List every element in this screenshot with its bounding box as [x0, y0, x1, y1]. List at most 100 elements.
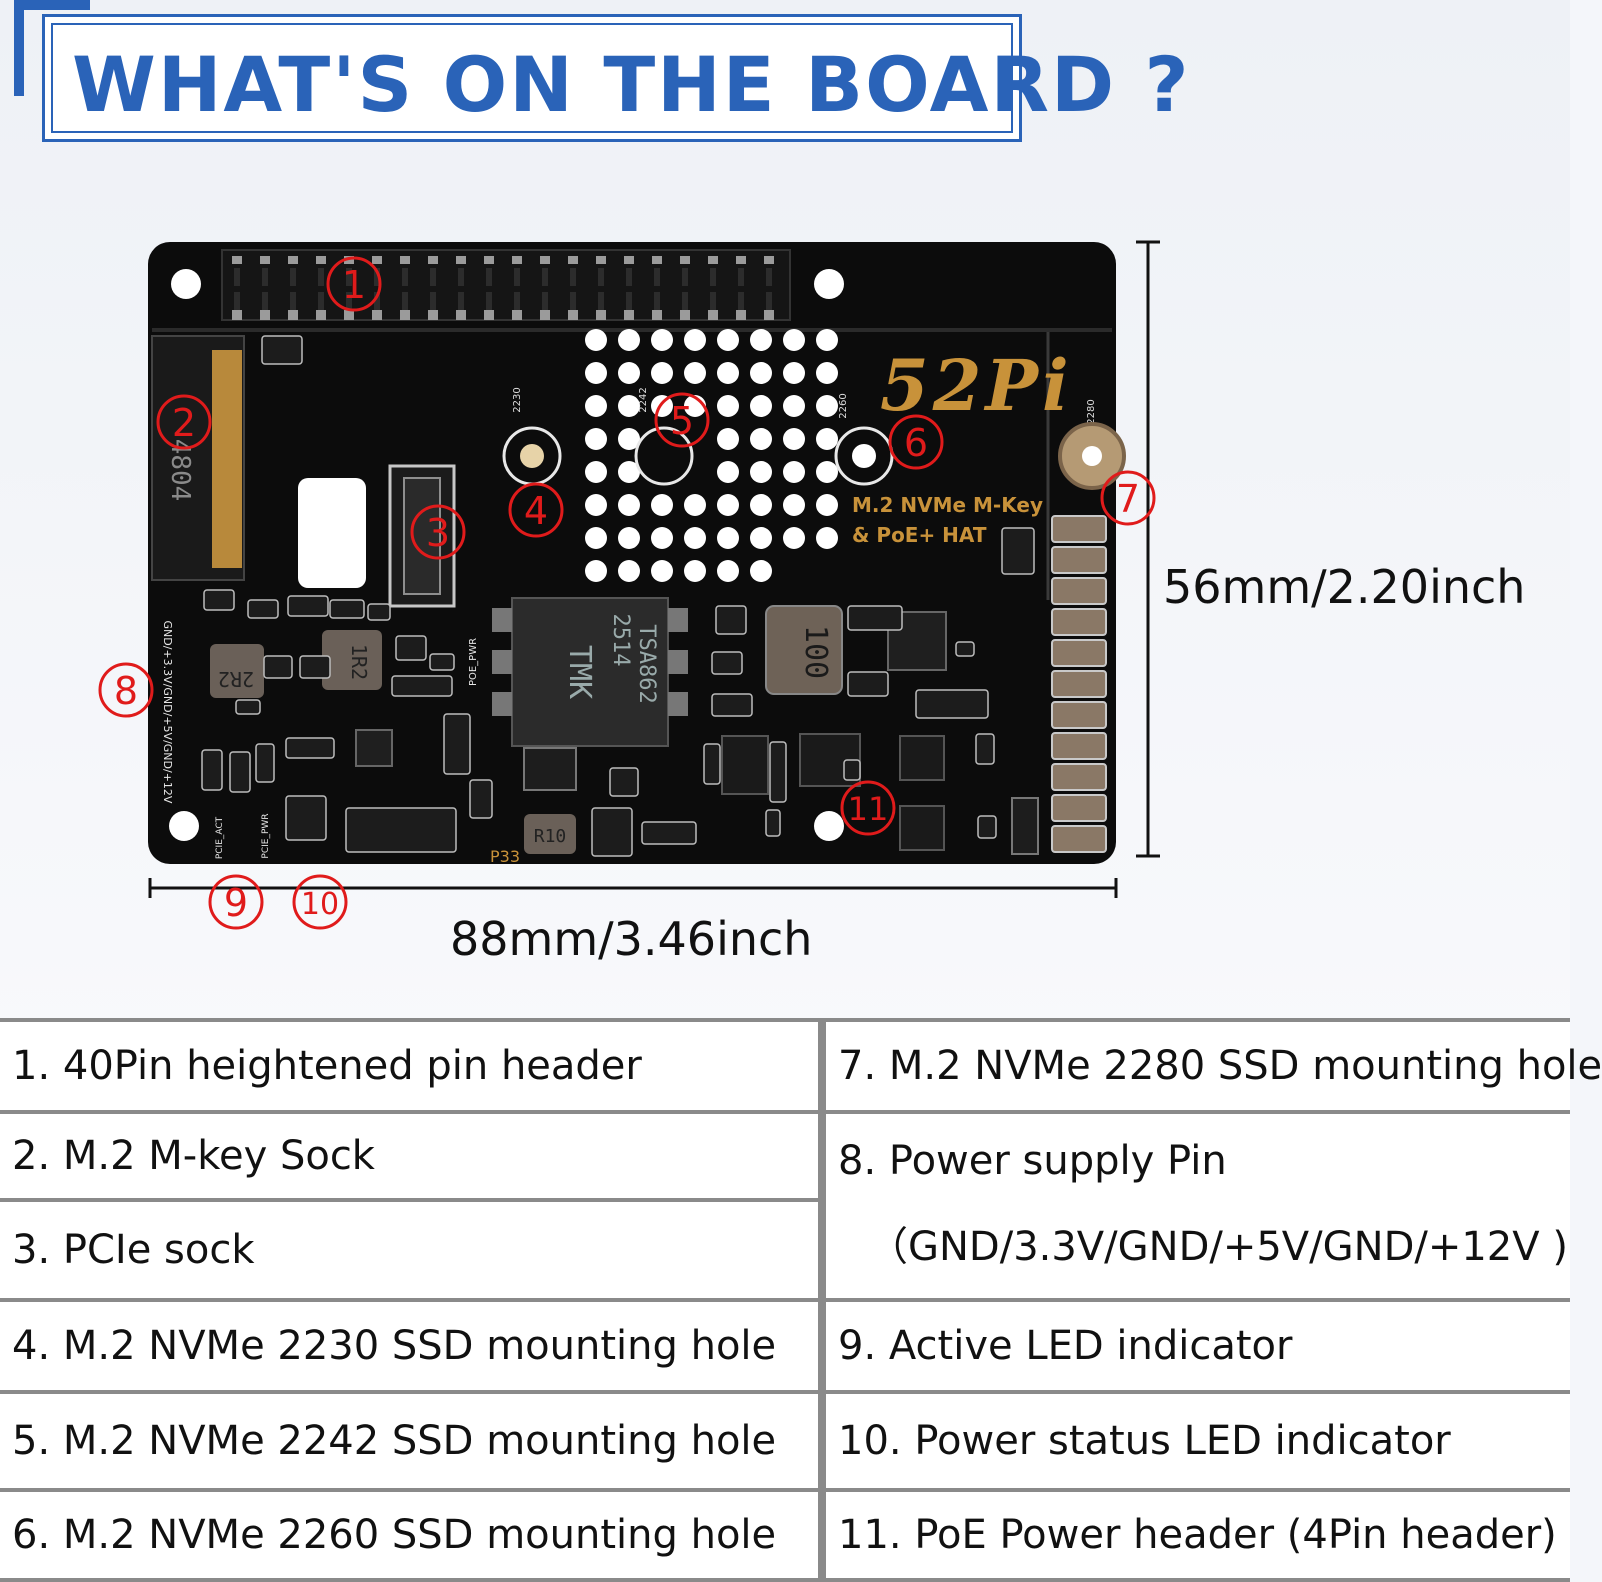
callout-3: 3: [410, 504, 466, 560]
legend-item-6: 6. M.2 NVMe 2260 SSD mounting hole: [0, 1488, 826, 1582]
header-pin-slot: [346, 268, 352, 286]
board-label-line1: M.2 NVMe M-Key: [852, 493, 1043, 517]
svg-text:10: 10: [301, 887, 339, 922]
title-frame: [42, 14, 1022, 142]
grid-hole: [717, 560, 739, 582]
header-pin-slot: [486, 268, 492, 286]
header-pin: [680, 256, 690, 264]
header-pin-slot: [570, 268, 576, 286]
grid-hole: [816, 362, 838, 384]
smd-part: [391, 675, 453, 697]
smd-part: [703, 743, 721, 785]
header-pin: [456, 256, 466, 264]
header-pin: [372, 256, 382, 264]
smd-part: [977, 815, 997, 839]
header-pin-slot: [682, 292, 688, 310]
header-pin: [736, 256, 746, 264]
smd-part: [847, 605, 903, 631]
brand-logo: 52Pi: [880, 344, 1073, 427]
smd-part: [201, 749, 223, 791]
capacitor: [1051, 670, 1107, 698]
grid-hole: [816, 329, 838, 351]
capacitor-column: [1051, 515, 1107, 853]
svg-text:1R2: 1R2: [347, 644, 371, 680]
header-pin-slot: [738, 268, 744, 286]
pin-header: [221, 249, 791, 321]
header-pin: [764, 310, 774, 320]
header-pin: [764, 256, 774, 264]
capacitor: [1051, 732, 1107, 760]
silk-p33: P33: [490, 847, 520, 866]
passive-components: [201, 335, 1035, 857]
capacitor: [1051, 701, 1107, 729]
grid-hole: [618, 461, 640, 483]
header-pin-slot: [738, 292, 744, 310]
ic-small-6: [899, 805, 945, 851]
capacitor: [1051, 763, 1107, 791]
smd-part: [429, 653, 455, 671]
header-pin: [652, 256, 662, 264]
legend-table: 1. 40Pin heightened pin header 7. M.2 NV…: [0, 1018, 1602, 1582]
hole-2242: [634, 426, 694, 486]
smd-part: [591, 807, 633, 857]
legend-item-4: 4. M.2 NVMe 2230 SSD mounting hole: [0, 1298, 826, 1394]
legend-row: 3. PCIe sock: [0, 1198, 1570, 1302]
grid-hole: [717, 428, 739, 450]
smd-part: [769, 741, 787, 803]
chip-code1: 2514: [608, 614, 633, 667]
smd-part: [203, 589, 235, 611]
board-diagram: 4804 2230 2242 2260 2280 52Pi M.2 NVMe M…: [98, 240, 1160, 930]
grid-hole: [585, 428, 607, 450]
grid-hole: [618, 362, 640, 384]
svg-text:5: 5: [670, 399, 694, 443]
grid-hole: [783, 461, 805, 483]
grid-hole: [783, 527, 805, 549]
svg-text:3: 3: [426, 511, 450, 555]
grid-hole: [750, 461, 772, 483]
capacitor: [1051, 608, 1107, 636]
header-pin: [568, 310, 578, 320]
header-pin-slot: [598, 292, 604, 310]
ic-small-5: [899, 735, 945, 781]
header-pin-slot: [374, 268, 380, 286]
grid-hole: [618, 560, 640, 582]
header-pin-slot: [430, 268, 436, 286]
grid-hole: [585, 461, 607, 483]
grid-hole: [585, 560, 607, 582]
grid-hole: [684, 362, 706, 384]
capacitor: [1051, 515, 1107, 543]
legend-item-3: 3. PCIe sock: [0, 1198, 826, 1302]
silk-2260: 2260: [838, 393, 849, 418]
header-pin: [596, 256, 606, 264]
header-pin: [512, 256, 522, 264]
header-pin: [428, 310, 438, 320]
smd-part: [329, 599, 365, 619]
header-pin: [540, 256, 550, 264]
grid-hole: [651, 329, 673, 351]
smd-part: [915, 689, 989, 719]
m2-slot: 4804: [151, 335, 245, 581]
smd-part: [247, 599, 279, 619]
grid-hole: [585, 395, 607, 417]
smd-part: [715, 605, 747, 635]
grid-hole: [618, 494, 640, 516]
header-pin-slot: [766, 292, 772, 310]
header-pin: [596, 310, 606, 320]
grid-hole: [684, 329, 706, 351]
smd-part: [469, 779, 493, 819]
header-pin: [232, 310, 242, 320]
mount-hole-bl: [169, 811, 199, 841]
chip-code2: TSA862: [634, 624, 659, 703]
legend-item-2: 2. M.2 M-key Sock: [0, 1110, 826, 1202]
header-pin: [484, 310, 494, 320]
smd-part: [345, 807, 457, 853]
smd-part: [299, 655, 331, 679]
grid-hole: [618, 395, 640, 417]
grid-hole: [651, 527, 673, 549]
smd-part: [1001, 527, 1035, 575]
grid-hole: [651, 560, 673, 582]
grid-hole: [585, 362, 607, 384]
header-pin-slot: [290, 268, 296, 286]
silk-2242: 2242: [638, 387, 649, 412]
callout-8: 8: [98, 662, 154, 718]
